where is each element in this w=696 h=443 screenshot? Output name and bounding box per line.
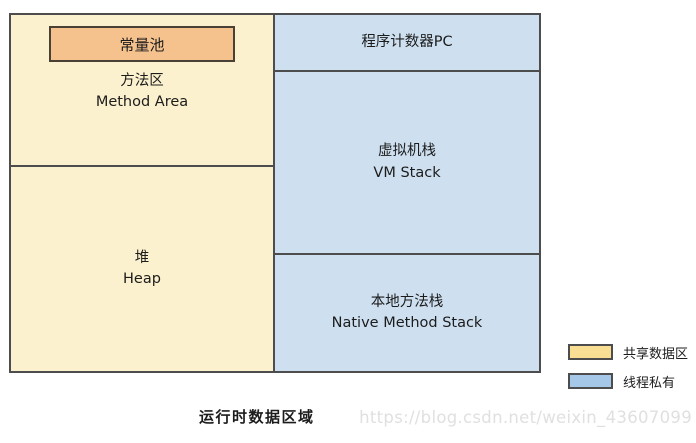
thread-private-region: 程序计数器PC 虚拟机栈 VM Stack 本地方法栈 Native Metho… [273,13,541,373]
vm-stack-label: 虚拟机栈 VM Stack [373,141,440,183]
heap-section: 堆 Heap [11,167,273,371]
shared-swatch-icon [568,344,613,360]
legend: 共享数据区 线程私有 [568,344,688,402]
constant-pool-label: 常量池 [119,35,165,54]
private-swatch-icon [568,373,613,389]
method-area-section: 常量池 方法区 Method Area [11,15,273,167]
legend-row-shared: 共享数据区 [568,344,689,362]
shared-data-region: 常量池 方法区 Method Area 堆 Heap [9,13,275,373]
heap-label-zh: 堆 [134,249,150,266]
method-area-label-zh: 方法区 [120,73,164,89]
native-method-stack-label: 本地方法栈 Native Method Stack [332,292,483,334]
native-method-stack-section: 本地方法栈 Native Method Stack [275,255,539,371]
legend-private-label: 线程私有 [623,375,676,391]
constant-pool-box: 常量池 [49,26,235,62]
diagram-caption: 运行时数据区域 [199,408,315,426]
heap-label-en: Heap [123,271,161,287]
native-method-stack-label-en: Native Method Stack [331,315,483,331]
heap-label: 堆 Heap [123,248,161,290]
method-area-label-en: Method Area [95,94,189,111]
legend-row-private: 线程私有 [568,373,688,391]
watermark-url: https://blog.csdn.net/weixin_43607099 [359,408,692,427]
vm-stack-label-zh: 虚拟机栈 [378,143,436,160]
legend-shared-label: 共享数据区 [623,346,689,362]
program-counter-label: 程序计数器PC [361,33,453,50]
method-area-label: 方法区 Method Area [96,71,188,113]
vm-stack-label-en: VM Stack [373,164,441,181]
native-method-stack-label-zh: 本地方法栈 [370,293,444,310]
vm-stack-section: 虚拟机栈 VM Stack [275,72,539,255]
program-counter-section: 程序计数器PC [275,15,539,72]
